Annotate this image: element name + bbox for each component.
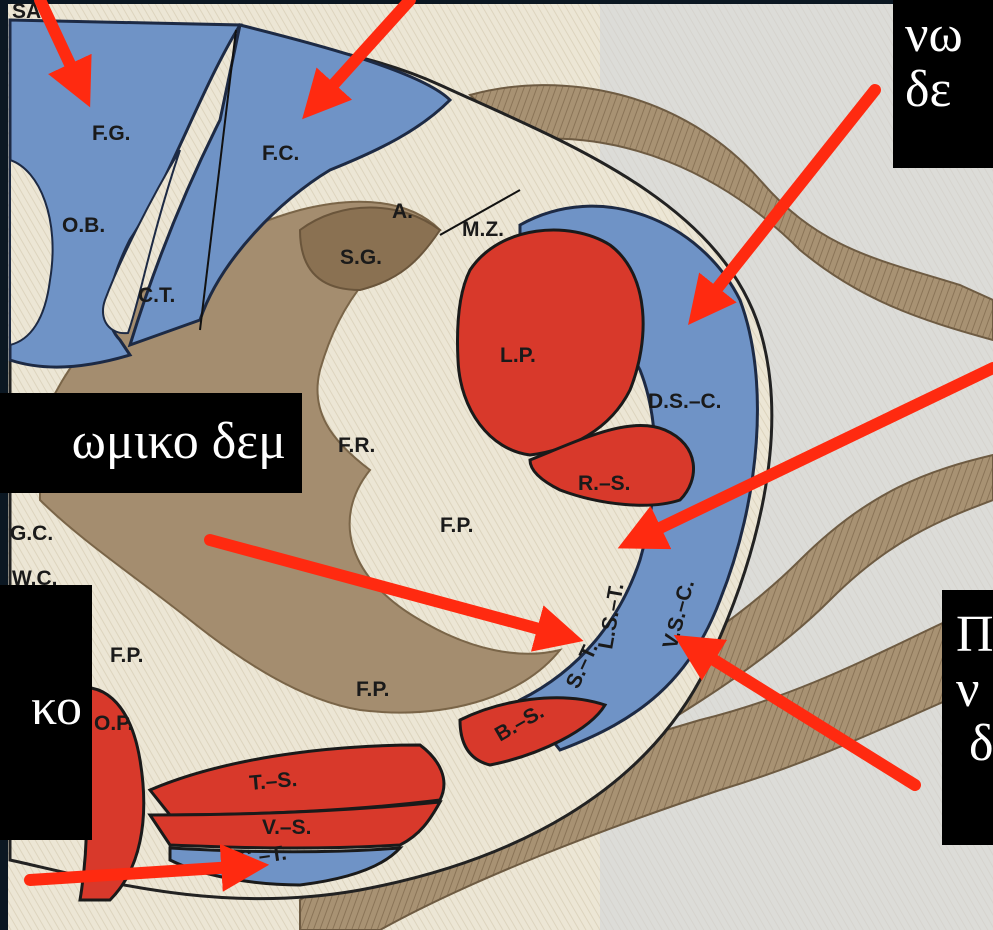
label-rubrospinal: R.–S. <box>578 472 631 495</box>
label-fasciculus-cuneatus: F.C. <box>262 142 299 165</box>
label-oval-bundle: O.B. <box>62 214 105 237</box>
label-dp: O.P. <box>94 712 133 735</box>
label-tectospinal: T.–S. <box>248 768 298 795</box>
label-fp-2: F.P. <box>110 644 143 667</box>
callout-top-right: νω δε <box>893 0 993 168</box>
label-fasciculus-gracilis: F.G. <box>92 122 131 145</box>
callout-bottom-left: κο <box>0 585 92 840</box>
label-a: A. <box>392 200 413 223</box>
label-marginal-zone: M.Z. <box>462 218 504 241</box>
label-lateral-pyramidal: L.P. <box>500 344 536 367</box>
label-fp-3: F.P. <box>356 678 389 701</box>
label-substantia-gelatinosa: S.G. <box>340 246 382 269</box>
label-comma-tract: C.T. <box>138 284 175 307</box>
label-vestibulospinal: V.–S. <box>262 816 311 839</box>
label-reticular-formation: F.R. <box>338 434 375 457</box>
label-gc: G.C. <box>10 522 53 545</box>
callout-mid-left: ωμικο δεμ <box>0 393 302 493</box>
label-fp-1: F.P. <box>440 514 473 537</box>
callout-bottom-right: Π ν δ <box>942 590 993 845</box>
label-dorsal-spinocerebellar: D.S.–C. <box>648 390 722 413</box>
